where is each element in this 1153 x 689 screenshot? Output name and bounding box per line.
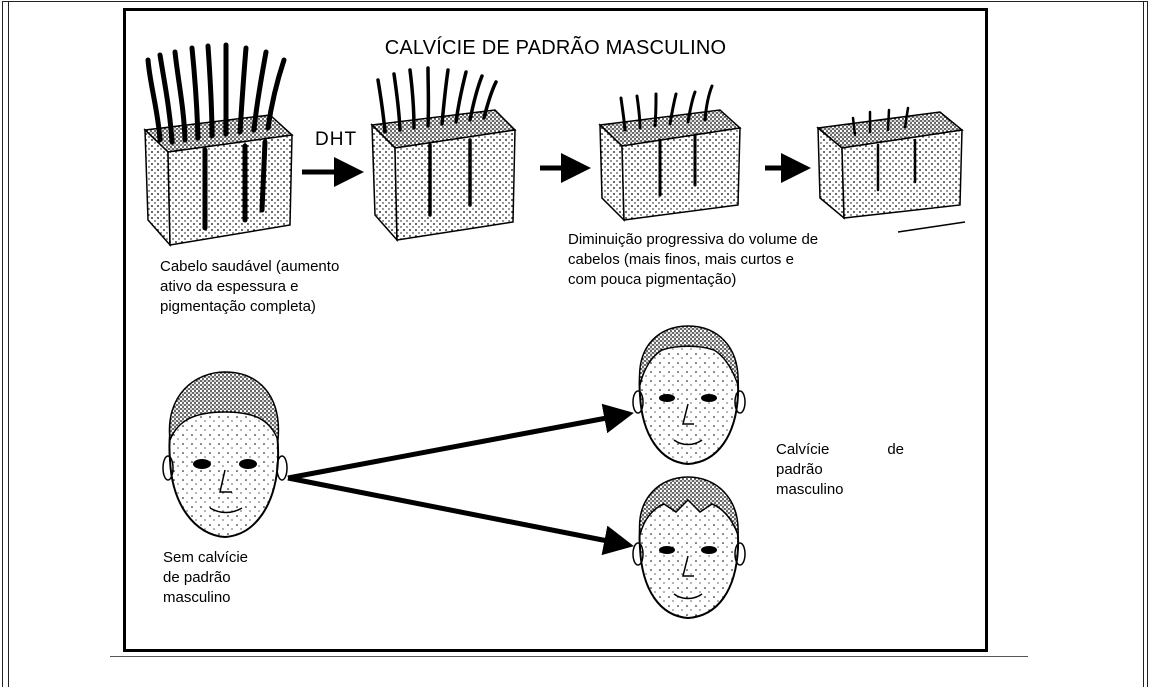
bottom-rule	[110, 656, 1028, 657]
face-without-baldness	[162, 371, 288, 539]
caption-progressive-loss: Diminuição progressiva do volume de cabe…	[568, 230, 878, 290]
caption-line: masculino	[163, 589, 231, 606]
skin-block-healthy	[143, 42, 294, 248]
caption-line: cabelos (mais finos, mais curtos e	[568, 251, 794, 268]
split-arrows	[287, 403, 634, 556]
skin-block-stage-2	[370, 66, 517, 243]
caption-without-baldness: Sem calvície de padrão masculino	[163, 548, 303, 608]
figure-frame: CALVÍCIE DE PADRÃO MASCULINO	[123, 8, 988, 652]
caption-word: Calvície	[776, 441, 830, 458]
skin-block-stage-4	[816, 106, 966, 233]
caption-with-baldness: Calvície de padrão masculino	[776, 440, 904, 500]
caption-line: de padrão	[163, 569, 231, 586]
caption-line: Diminuição progressiva do volume de	[568, 231, 819, 248]
caption-line: Cabelo saudável (aumento	[160, 258, 340, 275]
caption-line: padrão	[776, 461, 823, 478]
table-cell-border-right	[1143, 1, 1144, 687]
table-cell-border-left	[8, 1, 9, 687]
caption-line: pigmentação completa)	[160, 298, 316, 315]
face-baldness-bottom	[632, 476, 746, 620]
dht-label: DHT	[315, 129, 358, 150]
caption-line: com pouca pigmentação)	[568, 271, 737, 288]
skin-block-stage-3	[598, 84, 742, 222]
caption-healthy-hair: Cabelo saudável (aumento ativo da espess…	[160, 257, 390, 317]
face-baldness-top	[632, 325, 746, 466]
caption-word: de	[887, 441, 904, 458]
caption-line: masculino	[776, 481, 844, 498]
caption-line: Sem calvície	[163, 549, 249, 566]
caption-line: ativo da espessura e	[160, 278, 299, 295]
figure-title: CALVÍCIE DE PADRÃO MASCULINO	[384, 37, 727, 59]
